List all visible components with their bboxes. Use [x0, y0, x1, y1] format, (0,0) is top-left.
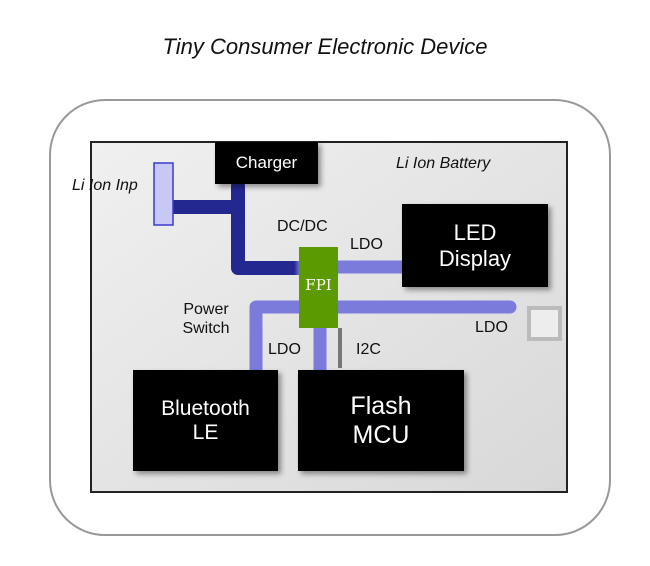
dcdc-label: DC/DC	[277, 218, 328, 235]
ldo-right-label: LDO	[475, 319, 508, 336]
mcu-label: MCU	[352, 420, 410, 449]
i2c-label: I2C	[356, 341, 381, 358]
fpi-block	[299, 247, 338, 328]
ldo-led-label: LDO	[350, 236, 383, 253]
li-ion-input-label: Li Ion Inp	[72, 177, 138, 194]
bluetooth-label: Bluetooth	[161, 396, 250, 420]
dcdc-line-fade	[276, 261, 302, 275]
led-label: LED	[453, 219, 497, 245]
charger-label: Charger	[235, 153, 298, 172]
ldo-bluetooth-label: LDO	[268, 341, 301, 358]
external-square	[527, 306, 562, 341]
flash-label: Flash	[350, 391, 412, 420]
li-ion-battery-label: Li Ion Battery	[396, 155, 491, 172]
diagram-title: Tiny Consumer Electronic Device	[162, 34, 488, 59]
switch-label: Switch	[182, 320, 230, 337]
input-power-line	[163, 179, 287, 275]
connector-icon	[153, 162, 174, 226]
power-label: Power	[183, 301, 229, 318]
display-label: Display	[438, 245, 512, 271]
charger-block: Charger	[215, 142, 318, 184]
fpi-label: FPI	[305, 276, 332, 294]
ldo-lines	[249, 260, 517, 379]
le-label: LE	[192, 420, 219, 444]
